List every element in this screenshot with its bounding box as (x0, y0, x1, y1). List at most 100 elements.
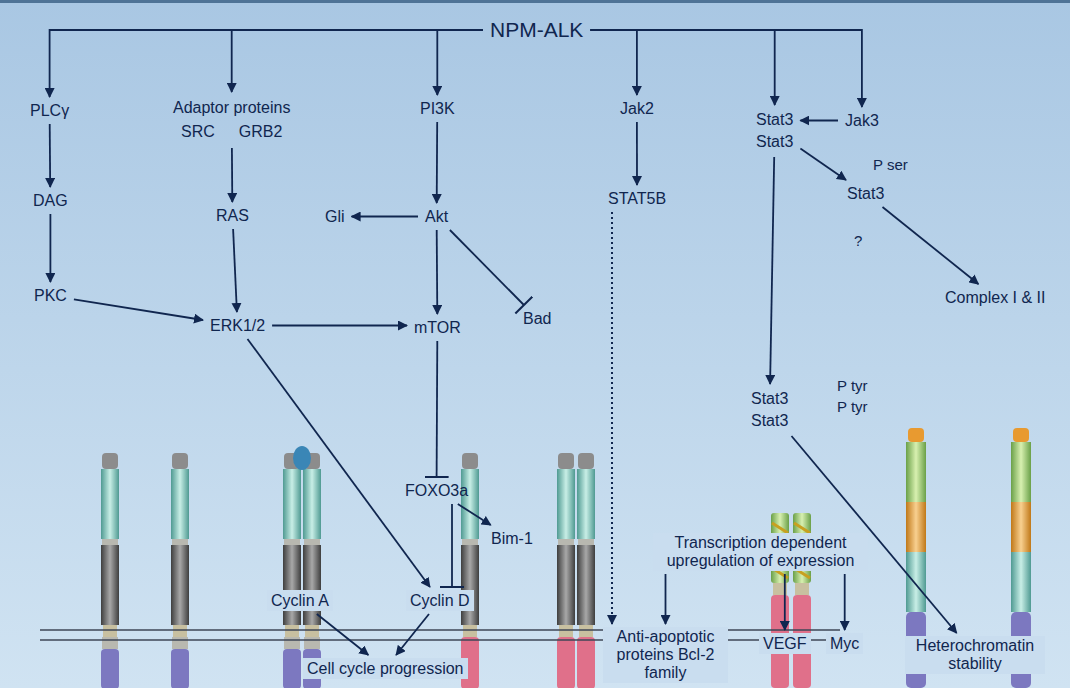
activation-arrow (665, 574, 667, 624)
node-text: Stat3 (751, 410, 788, 432)
activation-arrow (636, 122, 638, 185)
activation-arrow (770, 157, 774, 384)
node-text: Bim-1 (491, 529, 533, 548)
node-text: ERK1/2 (210, 316, 265, 335)
activation-arrow (272, 325, 407, 327)
node-text: Myc (830, 634, 859, 653)
ligand-ball (293, 446, 311, 470)
pathway-label: Cyclin A (267, 590, 333, 611)
activation-arrow (800, 120, 838, 122)
node-text: Stat3 (756, 109, 793, 131)
pathway-label: Jak3 (841, 110, 883, 131)
pathway-label: DAG (29, 190, 72, 211)
oncogene-label: NPM-ALK (486, 17, 587, 43)
pathway-label: Stat3 (843, 183, 888, 204)
pathway-label: Complex I & II (941, 287, 1049, 308)
pathway-label: Akt (421, 206, 452, 227)
node-text: DAG (33, 191, 68, 210)
activation-arrow (883, 207, 979, 284)
pathway-label: VEGF (759, 633, 811, 654)
activation-arrow (248, 339, 430, 587)
pathway-label: Bim-1 (487, 528, 537, 549)
node-text: Cell cycle progression (307, 659, 464, 678)
receptor-symbol (101, 453, 119, 688)
node-text: Stat3 (847, 184, 884, 203)
activation-arrow (784, 574, 786, 630)
node-text: RAS (216, 206, 249, 225)
pathway-label: PKC (30, 285, 71, 306)
pathway-label: Myc (826, 633, 863, 654)
inhibition-connector (451, 504, 453, 587)
receptor-symbol (303, 453, 321, 688)
activation-arrow (396, 614, 429, 655)
node-text: FOXO3a (405, 481, 468, 500)
activation-arrow (49, 124, 51, 187)
activation-arrow (50, 214, 52, 282)
node-text: Stat3 (756, 131, 793, 153)
pathway-label: STAT5B (604, 188, 670, 209)
pathway-label: FOXO3a (401, 480, 472, 501)
pathway-label: Stat3Stat3 (747, 387, 792, 433)
activation-arrow (611, 212, 613, 624)
activation-arrow (231, 148, 233, 202)
pathway-label: Cell cycle progression (303, 658, 468, 679)
node-text: Cyclin A (271, 591, 329, 610)
pathway-label: Adaptor proteinsSRCGRB2 (165, 95, 298, 145)
activation-arrow (590, 30, 862, 107)
pathway-label: Anti-apoptotic proteins Bcl-2 family (603, 627, 728, 683)
pathway-label: RAS (212, 205, 253, 226)
pathway-label: mTOR (410, 317, 465, 338)
node-text: VEGF (763, 634, 807, 653)
pathway-label: ERK1/2 (206, 315, 269, 336)
pathway-label: Stat3Stat3 (752, 108, 797, 154)
activation-arrow (437, 30, 483, 95)
annotation-label: P ser (873, 156, 908, 173)
pathway-label: PI3K (416, 98, 459, 119)
inhibition-connector (450, 230, 524, 305)
activation-arrow (436, 230, 438, 314)
node-text: Cyclin D (410, 591, 470, 610)
node-text: GRB2 (239, 120, 283, 144)
node-text: NPM-ALK (490, 18, 583, 42)
activation-arrow (317, 614, 369, 655)
pathway-label: Cyclin D (406, 590, 474, 611)
activation-arrow (74, 299, 203, 320)
activation-arrow (844, 574, 846, 630)
node-text: Adaptor proteins (169, 96, 294, 120)
pathway-label: Jak2 (616, 98, 658, 119)
node-text: Jak2 (620, 99, 654, 118)
pathway-label: Gli (321, 206, 349, 227)
annotation-label: P tyr (837, 398, 868, 415)
pathway-label: Bad (519, 308, 555, 329)
node-text: Bad (523, 309, 551, 328)
activation-arrow (50, 30, 483, 97)
receptor-symbol (171, 453, 189, 688)
node-text: PLCγ (30, 101, 69, 120)
node-text: Transcription dependent upregulation of … (657, 534, 864, 570)
activation-arrow (436, 122, 438, 203)
pathway-label: Heterochromatin stability (905, 636, 1045, 674)
pathway-label: PLCγ (26, 100, 73, 121)
node-text: Akt (425, 207, 448, 226)
annotation-label: P tyr (837, 377, 868, 394)
activation-arrow (232, 30, 483, 92)
activation-arrow (233, 229, 237, 312)
activation-arrow (458, 504, 491, 525)
node-text: Complex I & II (945, 288, 1045, 307)
node-text: PI3K (420, 99, 455, 118)
node-text: STAT5B (608, 189, 666, 208)
annotation-label: ? (854, 232, 862, 249)
activation-arrow (352, 216, 418, 218)
receptor-symbol (577, 453, 595, 688)
node-text: Heterochromatin stability (909, 637, 1041, 673)
node-text: PKC (34, 286, 67, 305)
inhibition-connector (436, 341, 438, 477)
node-text: Anti-apoptotic proteins Bcl-2 family (607, 628, 724, 682)
node-text: Stat3 (751, 388, 788, 410)
top-border (0, 0, 1070, 3)
receptor-symbol (557, 453, 575, 688)
